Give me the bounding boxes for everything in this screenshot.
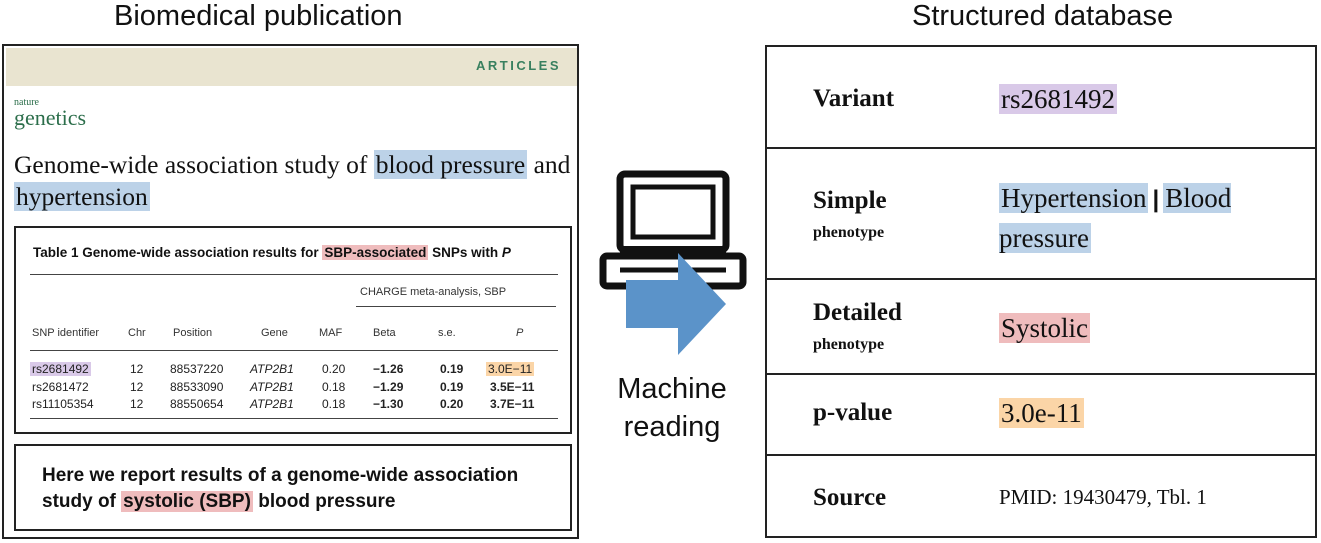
table-cell: ATP2B1 [250,362,294,376]
title-highlight-blood-pressure: blood pressure [373,150,528,179]
field-subname: phenotype [813,224,885,241]
table-cell: ATP2B1 [250,397,294,411]
table-cell: 12 [130,380,144,394]
journal-logo-big: genetics [14,105,87,130]
group-header-rule [356,306,556,307]
table-cell: 12 [130,362,144,376]
table-cell: 88550654 [170,397,224,411]
machine-reading-line1: Machine [617,373,727,405]
journal-logo-small: nature [14,97,39,108]
field-value: 3.0e-11 [999,394,1084,432]
field-subname: phenotype [813,336,885,353]
caption-highlight: SBP-associated [322,245,429,260]
source-value: PMID: 19430479, Tbl. 1 [999,485,1207,509]
simple-phenotype-value-a: Hypertension [999,183,1149,213]
table-cell: 0.20 [440,397,464,411]
title-text-1: Genome-wide association study of [14,150,374,179]
group-header: CHARGE meta-analysis, SBP [360,286,507,298]
table-cell: 0.20 [322,362,346,376]
caption-suffix: SNPs with [428,245,502,260]
table-cell: 0.18 [322,397,346,411]
column-header: Position [173,327,213,339]
publication-panel: ARTICLES nature genetics Genome-wide ass… [2,44,579,539]
value-separator: | [1152,186,1160,213]
table-caption: Table 1 Genome-wide association results … [33,245,511,260]
table-cell: ATP2B1 [250,380,294,394]
table-cell: rs11105354 [32,397,94,411]
column-header: MAF [319,327,343,339]
field-name: p-value [813,399,893,426]
table-cell: 0.19 [440,380,464,394]
journal-logo: nature genetics [14,98,86,129]
machine-reading-line2: reading [623,411,721,443]
p-value-value: 3.0e-11 [999,398,1084,428]
database-panel: Variant rs2681492 Simple phenotype Hyper… [765,45,1317,538]
database-row-simple-phenotype: Simple phenotype Hypertension|Blood pres… [767,149,1315,280]
database-row-variant: Variant rs2681492 [767,47,1315,149]
detailed-phenotype-value: Systolic [999,313,1091,343]
variant-value: rs2681492 [999,84,1117,114]
right-arrow-icon [626,253,726,355]
table-cell: −1.29 [373,380,404,394]
table-cell: rs2681492 [30,362,91,376]
field-name: Simple [813,187,887,214]
column-header: P [516,327,524,339]
caption-prefix: Table 1 Genome-wide association results … [33,245,323,260]
articles-label: ARTICLES [476,58,561,73]
column-header: s.e. [438,327,456,339]
publication-heading: Biomedical publication [114,0,403,32]
database-heading: Structured database [912,0,1174,32]
column-header: Gene [261,327,288,339]
articles-band: ARTICLES [6,48,577,86]
column-header: Chr [128,327,146,339]
title-text-2: and [527,150,571,179]
column-header: Beta [373,327,396,339]
results-table: Table 1 Genome-wide association results … [14,226,572,434]
database-row-source: Source PMID: 19430479, Tbl. 1 [767,456,1315,536]
table-cell: 12 [130,397,144,411]
table-cell: rs2681472 [32,380,89,394]
database-row-detailed-phenotype: Detailed phenotype Systolic [767,280,1315,375]
title-highlight-hypertension: hypertension [14,182,150,211]
database-row-p-value: p-value 3.0e-11 [767,375,1315,456]
quote-text: Here we report results of a genome-wide … [42,463,562,515]
quote-text-2: blood pressure [252,491,396,512]
table-cell: 88537220 [170,362,224,376]
table-cell: 3.0E−11 [486,362,535,376]
table-cell: 88533090 [170,380,224,394]
article-title: Genome-wide association study of blood p… [14,149,574,213]
table-cell: 0.18 [322,380,346,394]
field-name: Source [813,484,887,511]
machine-reading-label: Machine reading [592,370,752,446]
field-value: rs2681492 [999,80,1117,118]
field-value: Hypertension|Blood pressure [999,179,1299,257]
table-cell: −1.26 [373,362,404,376]
table-cell: 3.5E−11 [490,380,535,394]
table-rule-bottom [30,418,558,419]
table-cell: 0.19 [440,362,464,376]
field-value: Systolic [999,309,1091,347]
column-header: SNP identifier [32,327,100,339]
caption-italic: P [501,245,511,260]
abstract-quote: Here we report results of a genome-wide … [14,444,572,531]
computer-icon [599,170,747,290]
table-cell: 3.7E−11 [490,397,535,411]
field-name: Detailed [813,299,902,326]
table-cell: −1.30 [373,397,404,411]
table-rule-top [30,274,558,275]
table-rule-mid [30,350,558,351]
quote-text-1: Here we report results of a genome-wide … [42,465,519,512]
quote-highlight-systolic: systolic (SBP) [121,491,253,512]
field-name: Variant [813,85,895,112]
